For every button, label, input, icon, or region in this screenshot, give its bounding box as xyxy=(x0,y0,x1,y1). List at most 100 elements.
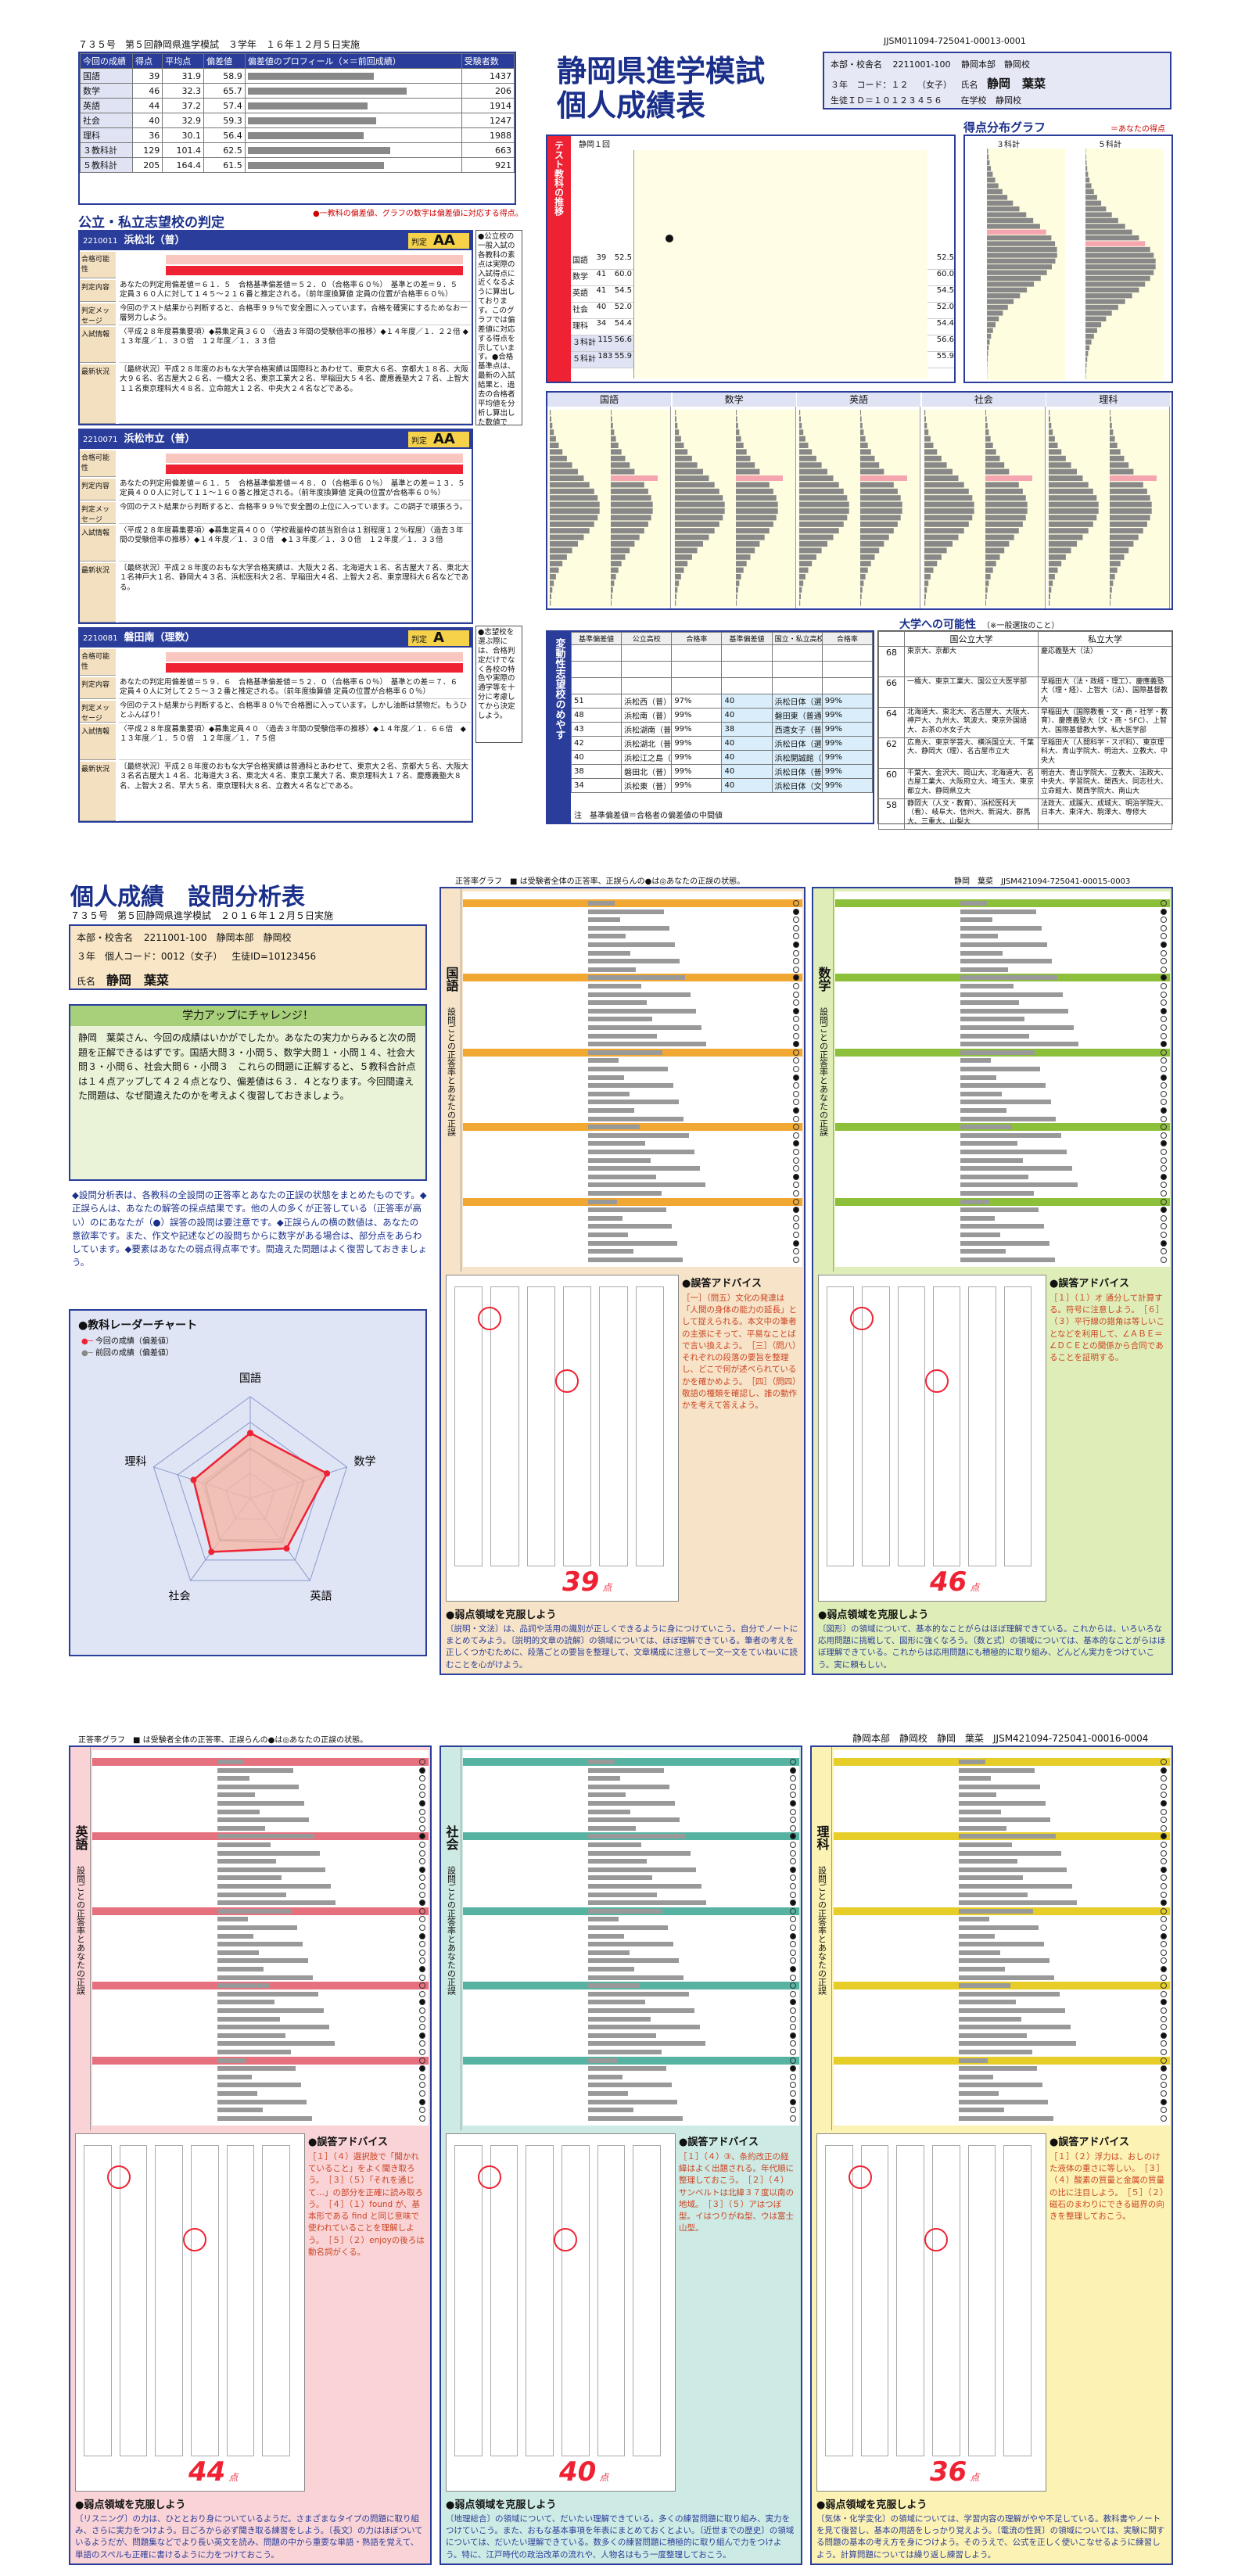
hist-bar xyxy=(924,422,927,429)
answer-rate-bar xyxy=(588,1792,626,1798)
answer-column xyxy=(896,2145,924,2456)
hist-bar xyxy=(1049,462,1071,468)
test-dev: 52.5 xyxy=(614,253,632,262)
answer-mark xyxy=(1161,1990,1167,1997)
answer-mark xyxy=(793,966,799,973)
choice-cell: 浜松日体（普） xyxy=(771,764,823,779)
dist-bar xyxy=(987,282,1035,287)
answer-mark xyxy=(1161,2082,1167,2089)
question-row xyxy=(835,1240,1170,1247)
question-row xyxy=(834,1774,1170,1782)
answer-rate-bar xyxy=(588,1991,689,1997)
dist-bar xyxy=(987,160,990,166)
test-score: 41 xyxy=(596,270,607,278)
question-row xyxy=(463,1808,799,1816)
dist-bar xyxy=(987,304,1008,310)
answer-rate-bar xyxy=(217,1884,331,1889)
answer-rate-bar xyxy=(588,1232,628,1237)
answer-mark xyxy=(793,1198,799,1205)
hist-bar xyxy=(799,561,813,567)
student-code: コード：１２ xyxy=(856,80,909,90)
weak-box: ●弱点領域を克服しよう〔地理総合〕の領域について、だいたい理解できている。多くの… xyxy=(446,2496,796,2567)
advice-box: ●誤答アドバイス［１］（４）③、条約改正の経緯はよく出題される。年代順に整理して… xyxy=(679,2133,796,2492)
hist-bar xyxy=(735,534,765,540)
panel-score-unit: 点 xyxy=(970,1582,980,1593)
hist-bar xyxy=(799,600,801,606)
answer-rate-bar xyxy=(588,1091,630,1096)
hist-bar xyxy=(1110,482,1144,488)
advice-text: ［１］（２）浮力は、おしのけた液体の重さに等しい。 ［３］（４）酸素の質量と金属… xyxy=(1049,2152,1164,2222)
answer-rate-bar xyxy=(960,909,1036,914)
answer-mark xyxy=(1161,1214,1167,1222)
choice-cell: 99% xyxy=(671,764,723,779)
hist-bar xyxy=(735,422,738,429)
answer-mark xyxy=(790,2065,796,2072)
question-row xyxy=(463,1189,802,1197)
answer-rate-bar xyxy=(217,1776,249,1781)
question-row xyxy=(835,1048,1170,1057)
answer-rate-bar xyxy=(588,2115,683,2121)
answer-rate-bar xyxy=(959,1933,995,1939)
answer-rate-bar xyxy=(588,1224,672,1229)
advice-text: ［１］（４）③、条約改正の経緯はよく出題される。年代順に整理しておこう。 ［２］… xyxy=(679,2152,794,2233)
question-row xyxy=(463,1949,799,1957)
question-row xyxy=(834,2073,1170,2081)
answer-rate-bar xyxy=(588,1132,689,1138)
question-row xyxy=(834,2106,1170,2114)
answer-mark xyxy=(790,1783,796,1790)
title-line1: 静岡県進学模試 xyxy=(557,54,766,88)
hist-bar xyxy=(735,436,741,442)
hist-bar xyxy=(985,515,1026,521)
answer-mark xyxy=(1161,1016,1167,1023)
hist-bar xyxy=(860,429,864,436)
subject-histogram-title: 英語 xyxy=(797,393,921,407)
hist-bar xyxy=(1110,534,1139,540)
answer-mark xyxy=(793,1099,799,1106)
subject-hist-box: 国語数学英語社会理科 xyxy=(546,391,1173,610)
hist-bar xyxy=(799,594,802,600)
answer-mark xyxy=(793,1124,799,1131)
test-score: 41 xyxy=(596,286,607,295)
school-row-label: 判定内容 xyxy=(80,677,116,699)
answer-mark xyxy=(419,2040,425,2047)
answer-rate-bar xyxy=(960,1191,1034,1196)
answer-mark xyxy=(793,1182,799,1189)
advice-box: ●誤答アドバイス［一］（問五）文化の発達は「人間の身体の能力の延長」として捉えら… xyxy=(682,1275,799,1602)
hist-bar xyxy=(799,475,834,481)
challenge-box: 学力アップにチャレンジ！ 静岡 葉菜さん、今回の成績はいかがでしたか。あなたの実… xyxy=(69,1004,427,1181)
answer-rate-bar xyxy=(588,1850,691,1856)
answer-mark xyxy=(793,1066,799,1072)
answer-column xyxy=(262,2145,290,2456)
hist-bar xyxy=(611,449,622,455)
hist-bar xyxy=(550,410,551,415)
question-row xyxy=(835,1222,1170,1230)
dist-bar xyxy=(987,357,988,362)
answer-rate-bar xyxy=(960,1042,1078,1047)
dist-bar xyxy=(987,293,1021,299)
weak-title: ●弱点領域を克服しよう xyxy=(446,2499,557,2511)
question-row xyxy=(463,2032,799,2040)
answer-mark xyxy=(419,2024,425,2031)
choice-spacer xyxy=(621,644,673,662)
hist-bar xyxy=(1049,501,1100,508)
question-row xyxy=(463,1231,802,1239)
hist-bar xyxy=(1049,449,1062,455)
hist-bar xyxy=(611,410,612,415)
check-mark xyxy=(925,1369,949,1393)
answer-mark xyxy=(793,908,799,915)
answer-mark xyxy=(1161,1099,1167,1106)
report-sheet-1: ７３５号 第５回静岡県進学模試 ３学年 １６年１２月５日実施 JJSM01109… xyxy=(0,0,1245,845)
question-row xyxy=(835,1132,1170,1139)
answer-mark xyxy=(1161,1149,1167,1155)
question-row xyxy=(835,991,1170,999)
panel-score-unit: 点 xyxy=(599,2472,609,2483)
score-dev: 65.7 xyxy=(203,83,246,99)
hist-bar xyxy=(860,515,901,521)
answer-rate-bar xyxy=(959,2115,1053,2121)
choice-cell: 40 xyxy=(570,750,622,765)
question-row xyxy=(463,991,802,999)
